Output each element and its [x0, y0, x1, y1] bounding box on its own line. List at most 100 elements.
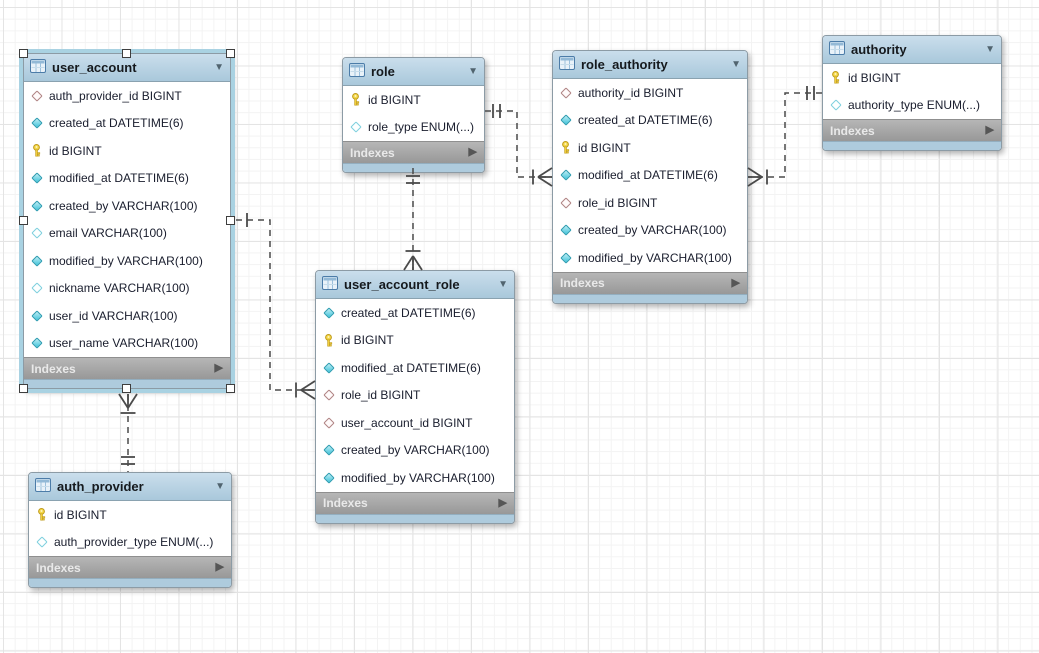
not-null-column-icon: [559, 224, 572, 236]
column-row-role_authority-3[interactable]: modified_at DATETIME(6): [553, 162, 747, 190]
column-row-auth_provider-0[interactable]: id BIGINT: [29, 501, 231, 529]
collapse-arrow-icon[interactable]: ▼: [214, 61, 224, 73]
column-row-role_authority-6[interactable]: modified_by VARCHAR(100): [553, 244, 747, 272]
indexes-label: Indexes: [560, 276, 605, 290]
table-bottom-strip: [343, 163, 484, 172]
column-row-user_account_role-5[interactable]: created_by VARCHAR(100): [316, 437, 514, 465]
column-row-user_account-6[interactable]: modified_by VARCHAR(100): [24, 247, 230, 275]
column-row-user_account_role-3[interactable]: role_id BIGINT: [316, 382, 514, 410]
expand-indexes-icon[interactable]: ▶: [498, 496, 507, 509]
column-row-user_account-3[interactable]: modified_at DATETIME(6): [24, 165, 230, 193]
table-user_account[interactable]: user_account ▼ auth_provider_id BIGINT crea…: [19, 49, 235, 393]
indexes-section[interactable]: Indexes▶: [24, 357, 230, 379]
column-row-role_authority-0[interactable]: authority_id BIGINT: [553, 79, 747, 107]
relationship-role-user_account_role[interactable]: [403, 168, 423, 271]
primary-key-icon: [322, 333, 335, 347]
column-label: id BIGINT: [578, 140, 631, 155]
column-label: email VARCHAR(100): [49, 226, 167, 241]
table-user_account_role[interactable]: user_account_role▼created_at DATETIME(6)…: [315, 270, 515, 524]
expand-indexes-icon[interactable]: ▶: [215, 561, 224, 573]
expand-indexes-icon[interactable]: ▶: [214, 362, 223, 374]
column-row-user_account_role-2[interactable]: modified_at DATETIME(6): [316, 354, 514, 382]
collapse-arrow-icon[interactable]: ▼: [215, 480, 225, 492]
column-row-authority-1[interactable]: authority_type ENUM(...): [823, 92, 1001, 120]
table-title: user_account: [52, 60, 137, 75]
not-null-column-icon: [30, 255, 43, 267]
nullable-column-icon: [829, 99, 842, 111]
table-auth_provider[interactable]: auth_provider▼id BIGINT auth_provider_typ…: [28, 472, 232, 588]
collapse-arrow-icon[interactable]: ▼: [985, 43, 995, 55]
column-row-user_account-2[interactable]: id BIGINT: [24, 137, 230, 165]
column-row-auth_provider-1[interactable]: auth_provider_type ENUM(...): [29, 529, 231, 557]
primary-key-icon: [829, 71, 842, 84]
indexes-section[interactable]: Indexes ▶: [553, 271, 747, 294]
selection-handle[interactable]: [19, 384, 28, 393]
expand-indexes-icon[interactable]: ▶: [985, 124, 994, 136]
column-row-role-1[interactable]: role_type ENUM(...): [343, 114, 484, 142]
column-row-user_account_role-4[interactable]: user_account_id BIGINT: [316, 409, 514, 437]
column-row-role-0[interactable]: id BIGINT: [343, 86, 484, 114]
table-bottom-strip: [29, 578, 231, 587]
table-icon: [349, 63, 365, 80]
table-header[interactable]: role▼: [343, 58, 484, 86]
selection-handle[interactable]: [226, 216, 235, 225]
table-header[interactable]: auth_provider▼: [29, 473, 231, 501]
column-label: auth_provider_id BIGINT: [49, 88, 182, 103]
collapse-arrow-icon[interactable]: ▼: [498, 278, 508, 290]
column-label: id BIGINT: [54, 507, 107, 522]
column-row-user_account_role-6[interactable]: modified_by VARCHAR(100): [316, 464, 514, 492]
foreign-key-icon: [559, 197, 572, 209]
column-row-user_account-9[interactable]: user_name VARCHAR(100): [24, 330, 230, 358]
column-row-user_account-1[interactable]: created_at DATETIME(6): [24, 110, 230, 138]
collapse-arrow-icon[interactable]: ▼: [731, 58, 741, 70]
column-label: created_by VARCHAR(100): [341, 443, 490, 458]
not-null-column-icon: [30, 337, 43, 349]
not-null-column-icon: [30, 310, 43, 322]
column-label: user_id VARCHAR(100): [49, 308, 178, 323]
relationship-role-role_authority[interactable]: [485, 104, 553, 187]
column-row-authority-0[interactable]: id BIGINT: [823, 64, 1001, 92]
relationship-user_account-auth_provider[interactable]: [118, 393, 138, 472]
relationship-authority-role_authority[interactable]: [747, 86, 822, 187]
column-row-user_account-7[interactable]: nickname VARCHAR(100): [24, 275, 230, 303]
column-row-role_authority-5[interactable]: created_by VARCHAR(100): [553, 217, 747, 245]
column-row-user_account-4[interactable]: created_by VARCHAR(100): [24, 192, 230, 220]
selection-handle[interactable]: [122, 384, 131, 393]
selection-handle[interactable]: [122, 49, 131, 58]
indexes-section[interactable]: Indexes ▶: [823, 119, 1001, 141]
indexes-label: Indexes: [830, 123, 875, 138]
expand-indexes-icon[interactable]: ▶: [468, 146, 477, 158]
nullable-column-icon: [35, 536, 48, 548]
relationship-user_account-user_account_role[interactable]: [236, 213, 316, 400]
selection-handle[interactable]: [19, 216, 28, 225]
column-row-role_authority-4[interactable]: role_id BIGINT: [553, 189, 747, 217]
column-row-user_account-5[interactable]: email VARCHAR(100): [24, 220, 230, 248]
column-row-role_authority-1[interactable]: created_at DATETIME(6): [553, 107, 747, 135]
indexes-section[interactable]: Indexes▶: [343, 141, 484, 163]
column-row-user_account_role-1[interactable]: id BIGINT: [316, 327, 514, 355]
selection-handle[interactable]: [226, 384, 235, 393]
selection-handle[interactable]: [226, 49, 235, 58]
column-row-user_account_role-0[interactable]: created_at DATETIME(6): [316, 299, 514, 327]
column-row-user_account-8[interactable]: user_id VARCHAR(100): [24, 302, 230, 330]
column-label: id BIGINT: [49, 143, 102, 158]
column-row-role_authority-2[interactable]: id BIGINT: [553, 134, 747, 162]
table-icon: [35, 478, 51, 495]
table-header[interactable]: user_account_role▼: [316, 271, 514, 299]
not-null-column-icon: [30, 117, 43, 129]
indexes-section[interactable]: Indexes▶: [316, 491, 514, 514]
table-header[interactable]: role_authority▼: [553, 51, 747, 79]
not-null-column-icon: [559, 252, 572, 264]
table-header[interactable]: authority▼: [823, 36, 1001, 64]
indexes-section[interactable]: Indexes▶: [29, 556, 231, 578]
collapse-arrow-icon[interactable]: ▼: [468, 65, 478, 77]
table-header[interactable]: user_account ▼: [24, 54, 230, 82]
column-row-user_account-0[interactable]: auth_provider_id BIGINT: [24, 82, 230, 110]
expand-indexes-icon[interactable]: ▶: [731, 276, 740, 289]
column-label: created_by VARCHAR(100): [49, 198, 198, 213]
selection-handle[interactable]: [19, 49, 28, 58]
